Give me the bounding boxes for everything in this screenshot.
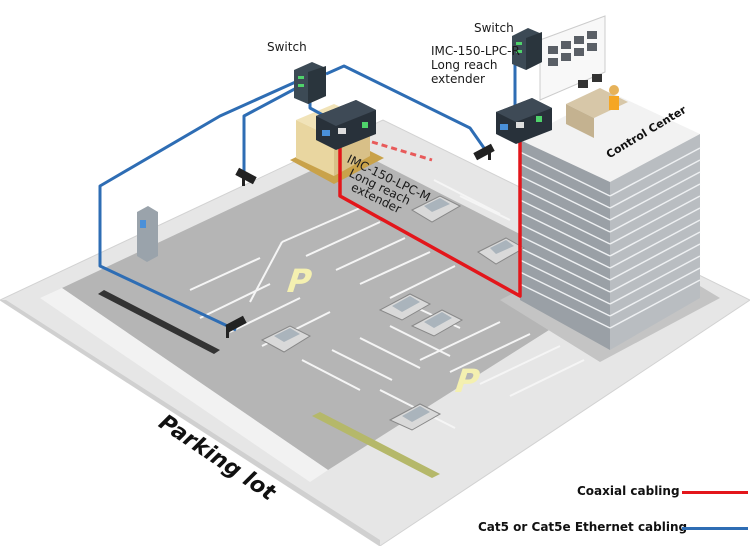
extender-r-desc: Long reach: [431, 58, 498, 72]
switch-left-label: Switch: [267, 40, 307, 54]
ethernet-cabling: [98, 64, 517, 332]
lot-border-left: [40, 288, 328, 482]
extender-r-type: extender: [431, 72, 485, 86]
coax-cabling: [338, 134, 522, 298]
barrier-arm: [371, 140, 433, 162]
switch-right-label: Switch: [474, 21, 514, 35]
car: [410, 309, 464, 337]
switch-left: [294, 62, 326, 104]
car: [260, 325, 312, 353]
ground-base-edge: [0, 300, 380, 546]
switch-right: [512, 28, 542, 70]
extender-r: [496, 98, 552, 144]
legend-coax-line: [682, 491, 748, 494]
operator-icon: [609, 85, 619, 95]
drain-strip-dark: [98, 290, 220, 354]
drain-strip-green: [312, 412, 440, 478]
control-room: [539, 15, 628, 138]
extender-r-label: IMC-150-LPC-R Long reach extender: [431, 44, 520, 86]
legend-ethernet-label: Cat5 or Cat5e Ethernet cabling: [478, 520, 688, 534]
car: [410, 195, 462, 223]
control-center-building: [500, 92, 720, 362]
parking-surface: [62, 150, 620, 470]
extender-r-model: IMC-150-LPC-R: [431, 44, 520, 58]
extender-m: [316, 100, 376, 150]
extender-m-label: IMC-150-LPC-M Long reach extender: [345, 152, 442, 216]
ticket-machine: [137, 206, 158, 262]
legend-ethernet-line: [682, 527, 748, 530]
car: [378, 293, 432, 321]
camera-icon: [235, 167, 257, 186]
camera-icon: [473, 143, 495, 161]
legend-coax-label: Coaxial cabling: [577, 484, 680, 498]
car: [388, 403, 442, 431]
camera-icon: [225, 315, 247, 338]
car: [477, 237, 526, 265]
